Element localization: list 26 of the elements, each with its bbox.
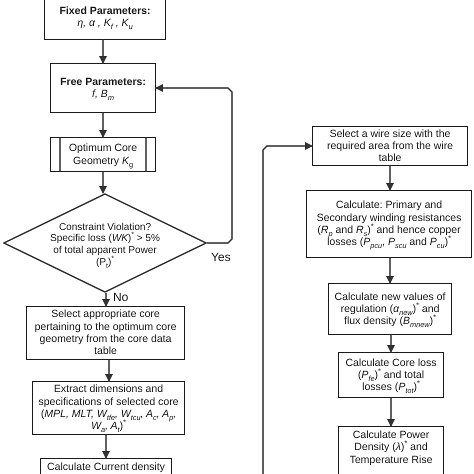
arrow [386,166,394,191]
process-box: Calculate: Primary and Secondary winding resistances (R$_{p}$ and R$_{s}$)$^{*}$ and hence copper losses (P$_{pcu}$, P$_{scu}$ and P$_{cu}$)$^{*}$ [306,190,472,258]
arrow [262,142,313,474]
process-box: Fixed Parameters: η, α , K$_{f}$ , K$_{u}$ [44,0,166,40]
arrow [99,113,107,138]
arrow [387,335,395,353]
edge-label: Yes [210,250,232,264]
process-box: Calculate Power Density (λ)$^{*}$ and Temperature Rise [338,426,444,474]
predefined-process-box: Optimum Core Geometry K$_{g}$ [50,137,156,172]
process-box: Extract dimensions and specifications of selected core (MPL, MLT, W$_{tfe}$, W$_{tcu}$, A$_{c}$, A$_{p}$, W$_{a}$, A$_{t}$)$^{*}$ [32,381,185,435]
arrow [387,398,395,427]
process-box: Calculate new values of regulation (α$_{new}$)$^{*}$ and flux density (B$_{mnew}$)$^{*}$ [328,283,452,335]
decision-diamond: Constraint Violation? Specific loss (WK)$^{*}$ > 5% of total apparent Power (P$_{t}$)$^{*}$ [3,193,207,293]
arrow [155,84,233,244]
edge-label: No [112,290,130,304]
arrow [99,172,107,194]
arrow [102,293,110,307]
arrow [386,258,394,284]
process-box: Free Parameters: f, B$_{m}$ [50,63,156,113]
arrow [102,435,110,459]
process-box: Select a wire size with the required area from the wire table [312,126,468,166]
process-box: Calculate Current density [40,458,172,474]
arrow [105,360,113,382]
process-box: Calculate Core loss (P$_{fe}$)$^{*}$ and total losses (P$_{tot}$)$^{*}$ [338,352,444,398]
arrow [99,40,107,64]
process-box: Select appropriate core pertaining to the optimum core geometry from the core data table [26,306,185,360]
